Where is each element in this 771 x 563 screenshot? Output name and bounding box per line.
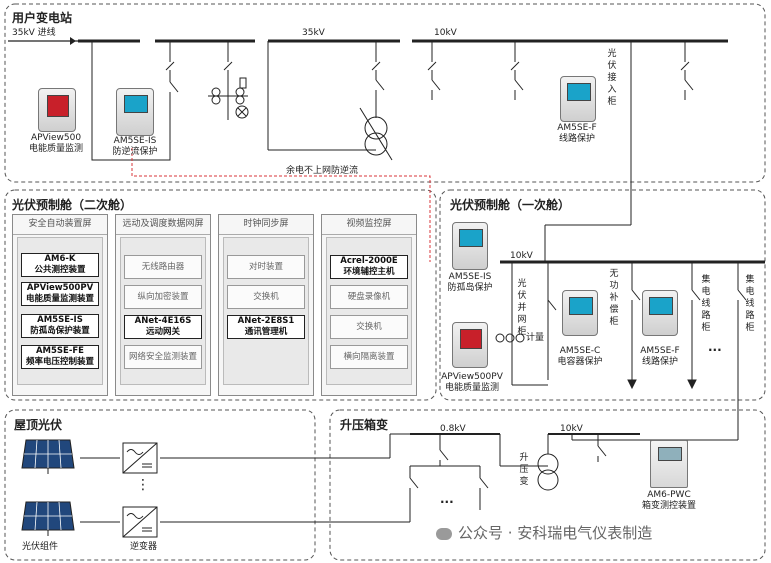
wechat-icon [436,527,452,540]
primary-ellipsis: ... [708,340,722,354]
anti-backflow-label: 余电不上网防逆流 [286,166,359,176]
secondary-cabin-title: 光伏预制舱（二次舱） [12,198,133,212]
lv-label: 0.8kV [440,424,466,434]
substation-frame [4,3,766,183]
collect-line-label-1: 集电线路柜 [701,275,711,333]
pv-access-label: 光伏接入柜 [607,49,617,107]
rooftop-title: 屋顶光伏 [14,418,63,432]
switch-box-2: 交换机 [330,315,408,339]
collect-line-label-2: 集电线路柜 [745,275,755,333]
bus-10kv-primary-label: 10kV [510,251,533,261]
primary-cabin-title: 光伏预制舱（一次舱） [450,198,571,212]
secondary-cabin-frame [4,189,437,401]
am5se-is-top-device [116,88,154,136]
apview500pv-device [452,322,488,368]
pv-grid-label: 光伏并网柜 [517,279,527,337]
primary-cabin-frame [439,189,766,401]
nvr-box: 硬盘录像机 [330,285,408,309]
substation-title: 用户变电站 [12,11,73,25]
watermark: 公众号 · 安科瑞电气仪表制造 [436,522,652,543]
horizontal-isolation-box: 横向隔离装置 [330,345,408,369]
network-security-box: 网络安全监测装置 [124,345,202,369]
inverter-icon [122,506,158,538]
vertical-encryption-box: 纵向加密装置 [124,285,202,309]
am5se-c-device [562,290,598,336]
mv-label: 10kV [560,424,583,434]
am5se-f-top-device [560,76,596,122]
pv-panel-icon [21,439,75,474]
time-sync-box: 对时装置 [227,255,305,279]
wireless-router-box: 无线路由器 [124,255,202,279]
boost-transformer-label: 升压变 [519,453,529,487]
am5se-f-primary-device [642,290,678,336]
incoming-label: 35kV 进线 [12,28,56,38]
rooftop-dots: ⋮ [136,477,150,493]
rooftop-frame [4,409,316,561]
boost-title: 升压箱变 [340,418,389,432]
anti-backflow-link [131,148,431,262]
apview500-device [38,88,76,132]
inverter-label: 逆变器 [130,542,158,552]
pv-panel-icon [21,501,75,536]
metering-label: 计量 [526,333,545,343]
boost-ellipsis: ... [440,492,454,506]
pv-module-label: 光伏组件 [22,542,59,552]
am5se-is-primary-device [452,222,488,270]
inverter-icon [122,442,158,474]
reactive-label: 无功补偿柜 [609,269,619,327]
am6-pwc-device [650,440,688,488]
bus-10kv-label: 10kV [434,28,457,38]
bus-35kv-label: 35kV [302,28,325,38]
switch-box-1: 交换机 [227,285,305,309]
boost-frame [329,409,766,561]
